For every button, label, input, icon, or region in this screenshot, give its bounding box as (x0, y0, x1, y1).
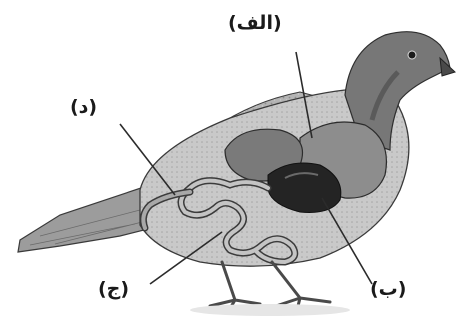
pigeon-eye (408, 51, 416, 59)
pigeon-tail (18, 185, 160, 252)
label-dal: (د) (70, 96, 97, 118)
label-jim: (ج) (98, 278, 129, 300)
label-be: (ب) (370, 278, 406, 300)
label-alef: (الف) (228, 12, 282, 34)
ground-shadow (190, 304, 350, 316)
